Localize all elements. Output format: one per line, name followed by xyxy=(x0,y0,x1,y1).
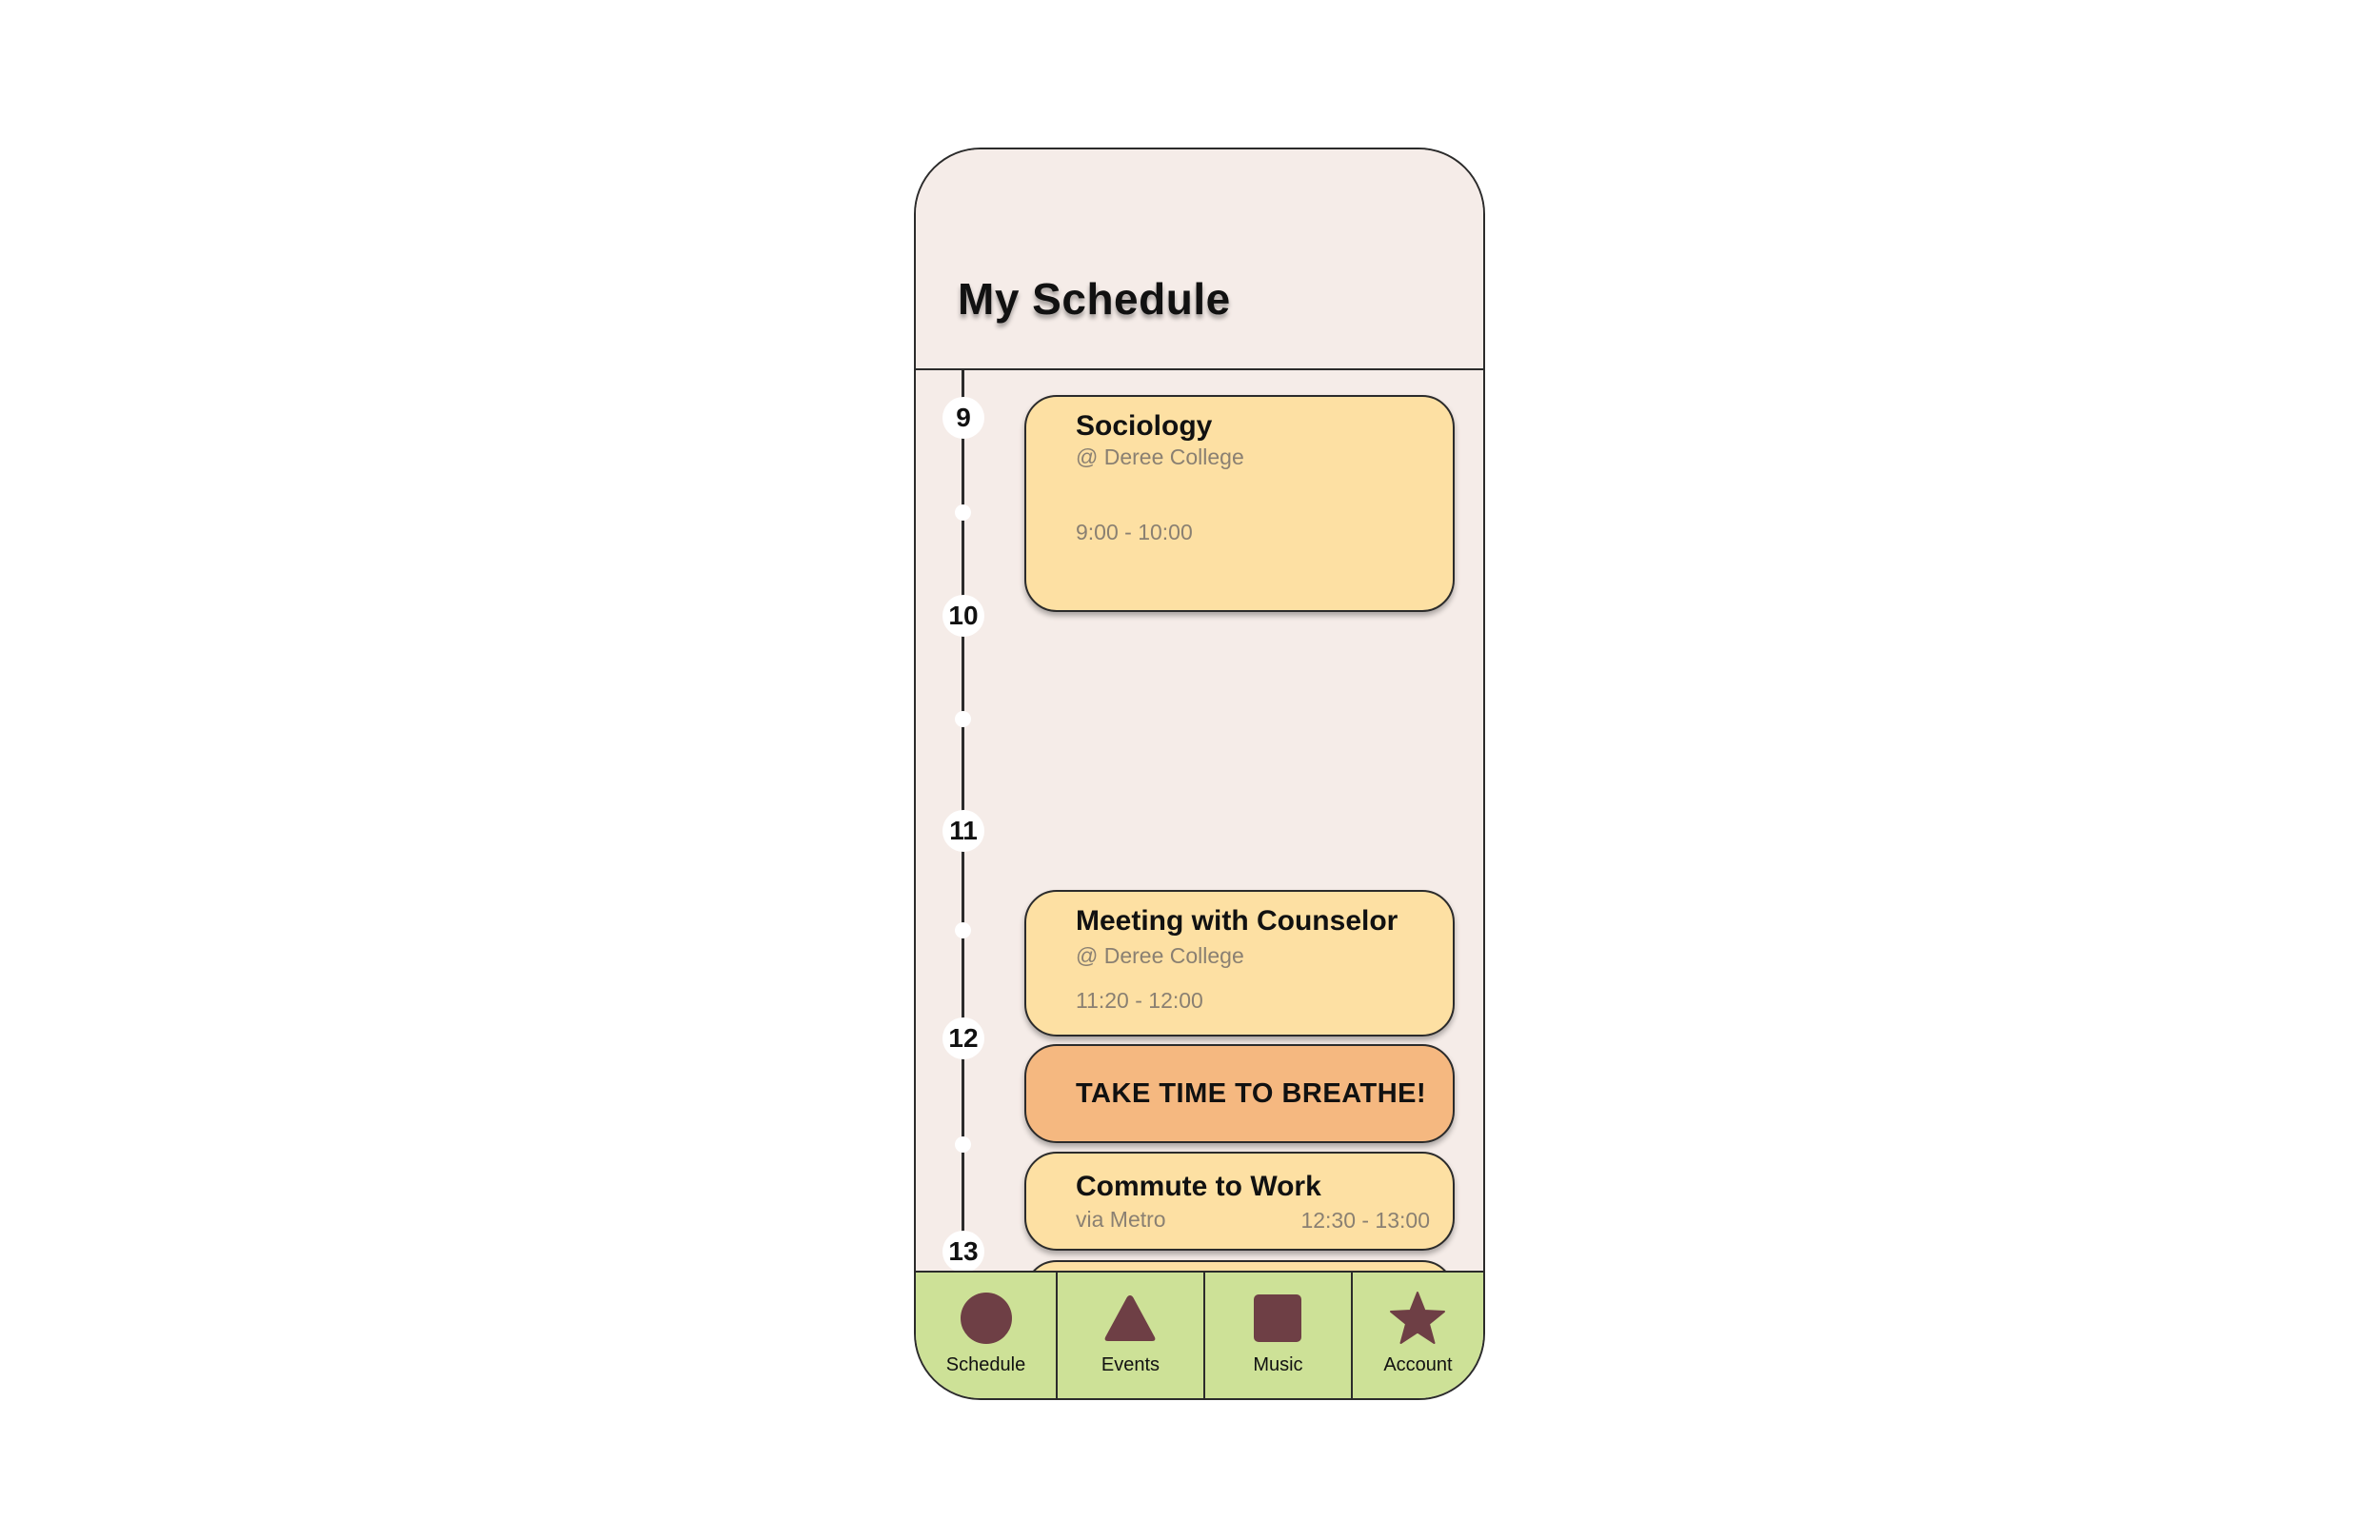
timeline[interactable]: 9 10 11 12 13 Sociology @ Deree College … xyxy=(916,370,1483,1276)
event-location: @ Deree College xyxy=(1076,444,1244,469)
event-title: Meeting with Counselor xyxy=(1076,905,1398,937)
header: My Schedule xyxy=(916,149,1483,370)
nav-label: Music xyxy=(1253,1354,1303,1375)
event-time: 12:30 - 13:00 xyxy=(1300,1208,1430,1233)
break-reminder-title: TAKE TIME TO BREATHE! xyxy=(1076,1078,1427,1109)
event-card-commute-to-work[interactable]: Commute to Work via Metro 12:30 - 13:00 xyxy=(1024,1152,1455,1251)
nav-item-account[interactable]: Account xyxy=(1350,1273,1483,1398)
half-hour-tick xyxy=(955,504,971,521)
event-location: @ Deree College xyxy=(1076,943,1244,968)
nav-label: Schedule xyxy=(945,1354,1026,1375)
half-hour-tick xyxy=(955,711,971,727)
event-card-sociology[interactable]: Sociology @ Deree College 9:00 - 10:00 xyxy=(1024,395,1455,612)
nav-item-schedule[interactable]: Schedule xyxy=(916,1273,1056,1398)
phone-frame: My Schedule 9 10 11 12 13 Sociology @ De… xyxy=(914,148,1485,1400)
hour-marker-13: 13 xyxy=(942,1231,984,1273)
event-location: via Metro xyxy=(1076,1207,1166,1232)
event-card-meeting-with-counselor[interactable]: Meeting with Counselor @ Deree College 1… xyxy=(1024,890,1455,1037)
nav-label: Events xyxy=(1101,1354,1160,1375)
half-hour-tick xyxy=(955,1136,971,1153)
star-icon xyxy=(1389,1292,1446,1345)
circle-icon xyxy=(960,1292,1013,1345)
event-title: Commute to Work xyxy=(1076,1171,1321,1202)
nav-item-events[interactable]: Events xyxy=(1056,1273,1203,1398)
page-title: My Schedule xyxy=(958,274,1231,324)
square-icon xyxy=(1253,1292,1302,1345)
hour-marker-12: 12 xyxy=(942,1017,984,1059)
break-reminder-card[interactable]: TAKE TIME TO BREATHE! xyxy=(1024,1044,1455,1143)
hour-marker-9: 9 xyxy=(942,397,984,439)
hour-marker-11: 11 xyxy=(942,810,984,852)
event-time: 11:20 - 12:00 xyxy=(1076,988,1203,1013)
bottom-nav: Schedule Events Music Account xyxy=(916,1271,1483,1398)
event-time: 9:00 - 10:00 xyxy=(1076,520,1193,544)
nav-item-music[interactable]: Music xyxy=(1202,1273,1351,1398)
nav-label: Account xyxy=(1383,1354,1453,1375)
hour-marker-10: 10 xyxy=(942,595,984,637)
half-hour-tick xyxy=(955,922,971,938)
triangle-icon xyxy=(1102,1292,1158,1345)
event-title: Sociology xyxy=(1076,410,1213,442)
